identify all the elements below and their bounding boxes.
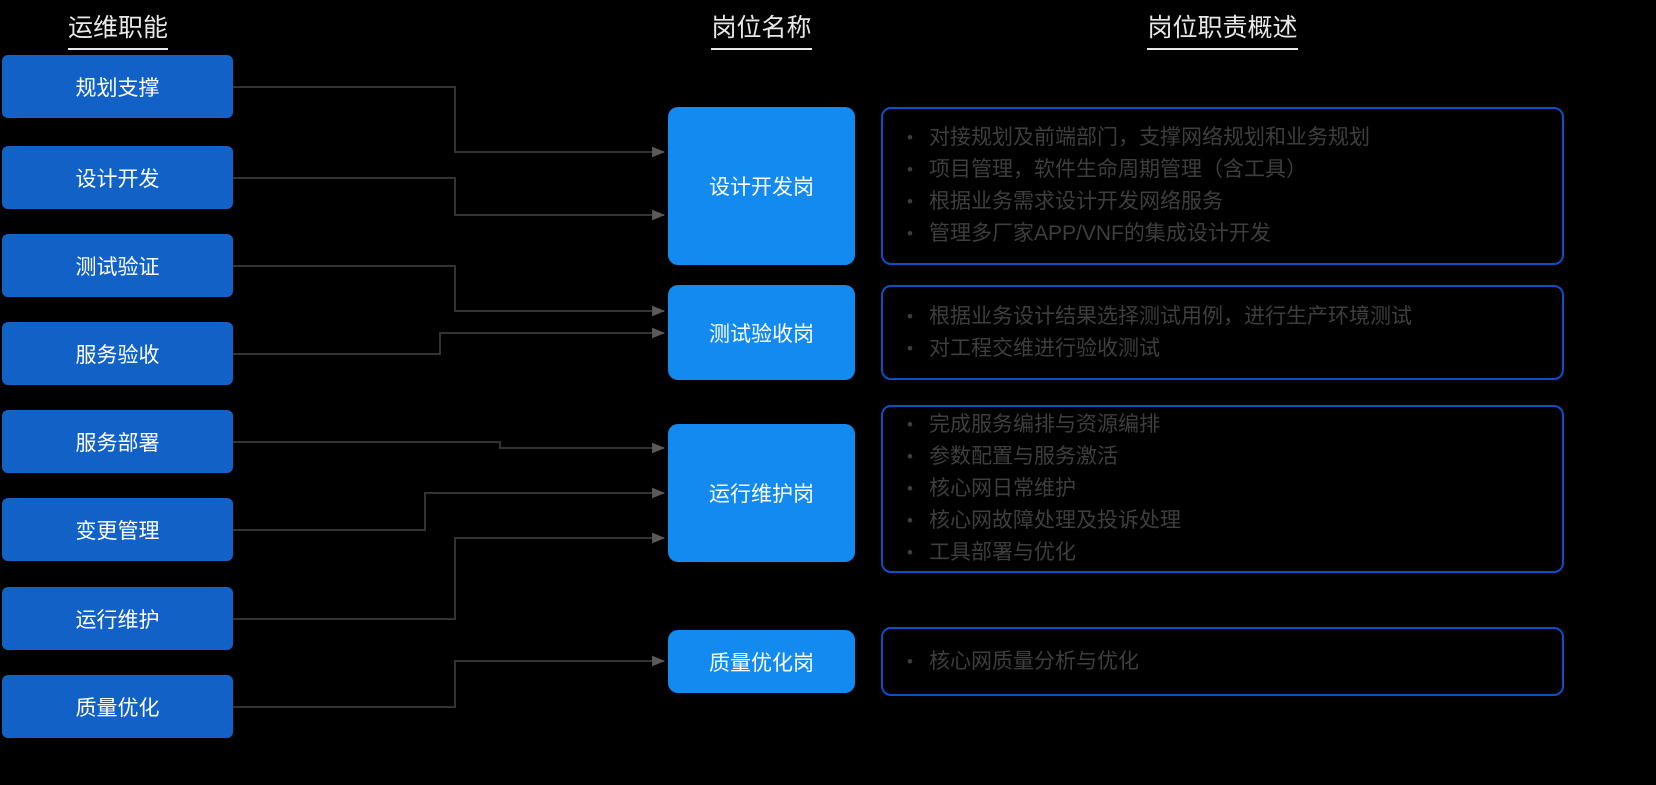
responsibility-item: 核心网故障处理及投诉处理 bbox=[905, 505, 1548, 537]
responsibility-item: 工具部署与优化 bbox=[905, 537, 1548, 569]
function-box-service-deployment: 服务部署 bbox=[2, 410, 233, 473]
position-box-test-acceptance: 测试验收岗 bbox=[668, 285, 855, 380]
position-label: 质量优化岗 bbox=[709, 651, 814, 675]
header-responsibilities-label: 岗位职责概述 bbox=[1147, 8, 1298, 50]
position-box-operation-maintenance: 运行维护岗 bbox=[668, 424, 855, 562]
responsibility-list: 根据业务设计结果选择测试用例，进行生产环境测试对工程交维进行验收测试 bbox=[883, 293, 1562, 373]
position-box-design-development: 设计开发岗 bbox=[668, 107, 855, 265]
function-label: 服务验收 bbox=[75, 343, 160, 367]
function-label: 服务部署 bbox=[75, 431, 160, 455]
responsibility-item: 核心网质量分析与优化 bbox=[905, 646, 1548, 678]
connector-design-to-design bbox=[233, 177, 666, 221]
function-box-operation-maintenance: 运行维护 bbox=[2, 587, 233, 650]
connector-serviceaccept-to-testaccept bbox=[233, 327, 666, 355]
header-responsibilities: 岗位职责概述 bbox=[881, 8, 1564, 50]
function-label: 测试验证 bbox=[75, 255, 160, 279]
position-label: 测试验收岗 bbox=[709, 322, 814, 346]
connector-testverify-to-testaccept bbox=[233, 265, 666, 317]
responsibility-list: 完成服务编排与资源编排参数配置与服务激活核心网日常维护核心网故障处理及投诉处理工… bbox=[883, 401, 1562, 577]
header-functions-label: 运维职能 bbox=[67, 8, 168, 50]
function-label: 变更管理 bbox=[75, 519, 160, 543]
position-label: 运行维护岗 bbox=[709, 483, 814, 506]
responsibility-item: 核心网日常维护 bbox=[905, 473, 1548, 505]
responsibility-item: 管理多厂家APP/VNF的集成设计开发 bbox=[905, 218, 1548, 250]
responsibility-panel-quality-optimization: 核心网质量分析与优化 bbox=[881, 627, 1564, 696]
function-label: 设计开发 bbox=[75, 167, 160, 191]
position-box-quality-optimization: 质量优化岗 bbox=[668, 630, 855, 693]
responsibility-item: 对工程交维进行验收测试 bbox=[905, 333, 1548, 365]
responsibility-item: 根据业务需求设计开发网络服务 bbox=[905, 186, 1548, 218]
connector-maintain-to-operation bbox=[233, 532, 666, 620]
responsibility-item: 对接规划及前端部门，支撑网络规划和业务规划 bbox=[905, 122, 1548, 154]
position-label: 设计开发岗 bbox=[709, 176, 814, 199]
responsibility-item: 完成服务编排与资源编排 bbox=[905, 409, 1548, 441]
responsibility-list: 对接规划及前端部门，支撑网络规划和业务规划项目管理，软件生命周期管理（含工具）根… bbox=[883, 114, 1562, 258]
responsibility-panel-test-acceptance: 根据业务设计结果选择测试用例，进行生产环境测试对工程交维进行验收测试 bbox=[881, 285, 1564, 380]
connector-deploy-to-operation bbox=[233, 441, 666, 454]
responsibility-panel-operation-maintenance: 完成服务编排与资源编排参数配置与服务激活核心网日常维护核心网故障处理及投诉处理工… bbox=[881, 405, 1564, 573]
responsibility-item: 根据业务设计结果选择测试用例，进行生产环境测试 bbox=[905, 301, 1548, 333]
responsibility-item: 参数配置与服务激活 bbox=[905, 441, 1548, 473]
connector-quality-to-quality bbox=[233, 655, 666, 708]
responsibility-panel-design-development: 对接规划及前端部门，支撑网络规划和业务规划项目管理，软件生命周期管理（含工具）根… bbox=[881, 107, 1564, 265]
function-label: 运行维护 bbox=[75, 608, 160, 632]
header-positions: 岗位名称 bbox=[668, 8, 855, 50]
header-positions-label: 岗位名称 bbox=[711, 8, 812, 50]
responsibility-item: 项目管理，软件生命周期管理（含工具） bbox=[905, 154, 1548, 186]
header-functions: 运维职能 bbox=[0, 8, 236, 50]
function-box-service-acceptance: 服务验收 bbox=[2, 322, 233, 385]
function-box-design-development: 设计开发 bbox=[2, 146, 233, 209]
function-label: 质量优化 bbox=[75, 696, 160, 720]
responsibility-list: 核心网质量分析与优化 bbox=[883, 638, 1562, 686]
connector-planning-to-design bbox=[233, 86, 666, 158]
function-box-quality-optimization: 质量优化 bbox=[2, 675, 233, 738]
function-box-test-verification: 测试验证 bbox=[2, 234, 233, 297]
function-box-planning-support: 规划支撑 bbox=[2, 55, 233, 118]
function-label: 规划支撑 bbox=[75, 76, 160, 100]
connector-change-to-operation bbox=[233, 487, 666, 531]
function-box-change-management: 变更管理 bbox=[2, 498, 233, 561]
